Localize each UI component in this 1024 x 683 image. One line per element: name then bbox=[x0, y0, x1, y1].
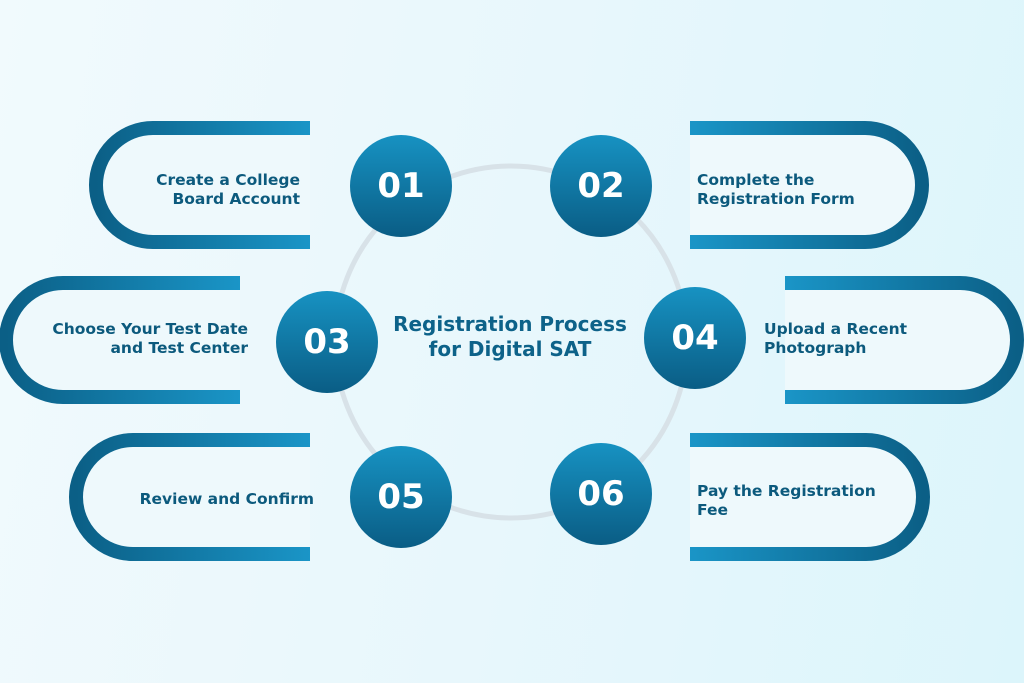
step-02-label: Complete the Registration Form bbox=[697, 171, 855, 208]
step-01-node: 01 bbox=[350, 135, 452, 237]
title-line-2: for Digital SAT bbox=[428, 337, 592, 361]
step-02-pill bbox=[690, 121, 929, 249]
step-03-number: 03 bbox=[303, 322, 350, 362]
step-01-number: 01 bbox=[377, 166, 424, 206]
step-04-label: Upload a Recent Photograph bbox=[764, 320, 908, 357]
diagram-title: Registration Process for Digital SAT bbox=[375, 312, 645, 362]
step-02-number: 02 bbox=[577, 166, 624, 206]
step-05-pill bbox=[69, 433, 310, 561]
step-04-node: 04 bbox=[644, 287, 746, 389]
step-03-pill bbox=[0, 276, 240, 404]
step-06-label: Pay the Registration Fee bbox=[697, 482, 876, 519]
step-01-pill bbox=[89, 121, 310, 249]
step-05-node: 05 bbox=[350, 446, 452, 548]
step-05-label: Review and Confirm bbox=[139, 490, 314, 508]
step-06-number: 06 bbox=[577, 474, 624, 514]
step-03-label: Choose Your Test Date and Test Center bbox=[52, 320, 248, 357]
step-06-pill bbox=[690, 433, 930, 561]
step-02-node: 02 bbox=[550, 135, 652, 237]
step-04-pill bbox=[785, 276, 1024, 404]
step-03-node: 03 bbox=[276, 291, 378, 393]
step-01-label: Create a College Board Account bbox=[156, 171, 300, 208]
step-04-number: 04 bbox=[671, 318, 718, 358]
step-05-number: 05 bbox=[377, 477, 424, 517]
title-line-1: Registration Process bbox=[393, 312, 627, 336]
step-06-node: 06 bbox=[550, 443, 652, 545]
